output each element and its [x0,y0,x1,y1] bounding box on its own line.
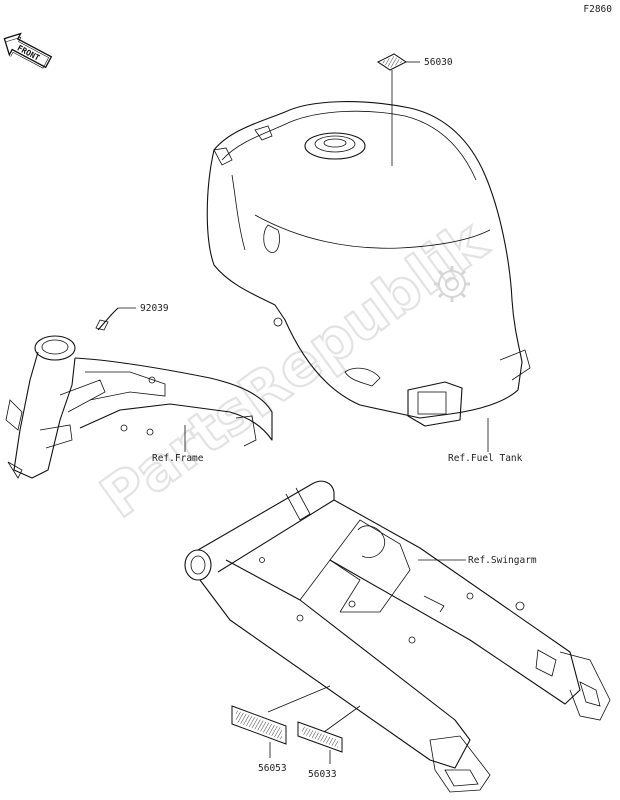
swingarm [184,480,611,793]
part-number-56053: 56053 [258,763,287,774]
part-number-92039: 92039 [140,303,169,314]
label-56033-sticker [297,721,343,753]
part-number-56033: 56033 [308,769,337,780]
ref-swingarm: Ref.Swingarm [468,555,537,566]
clip-92039 [95,307,119,331]
frame [5,335,273,479]
watermark-gear-icon [434,266,470,302]
label-56030-sticker [377,53,407,71]
ref-frame: Ref.Frame [152,453,204,464]
leader-56033-a [323,705,361,733]
watermark: PartsRepublik [87,205,501,532]
part-number-56030: 56030 [424,57,453,68]
diagram-code: F2860 [583,4,612,15]
leader-56053-a [267,685,331,713]
fuel-tank [206,101,531,427]
watermark-text: PartsRepublik [88,207,499,532]
ref-fuel-tank: Ref.Fuel Tank [448,453,523,464]
front-arrow-icon: FRONT [3,32,53,69]
label-56053-sticker [231,705,287,745]
